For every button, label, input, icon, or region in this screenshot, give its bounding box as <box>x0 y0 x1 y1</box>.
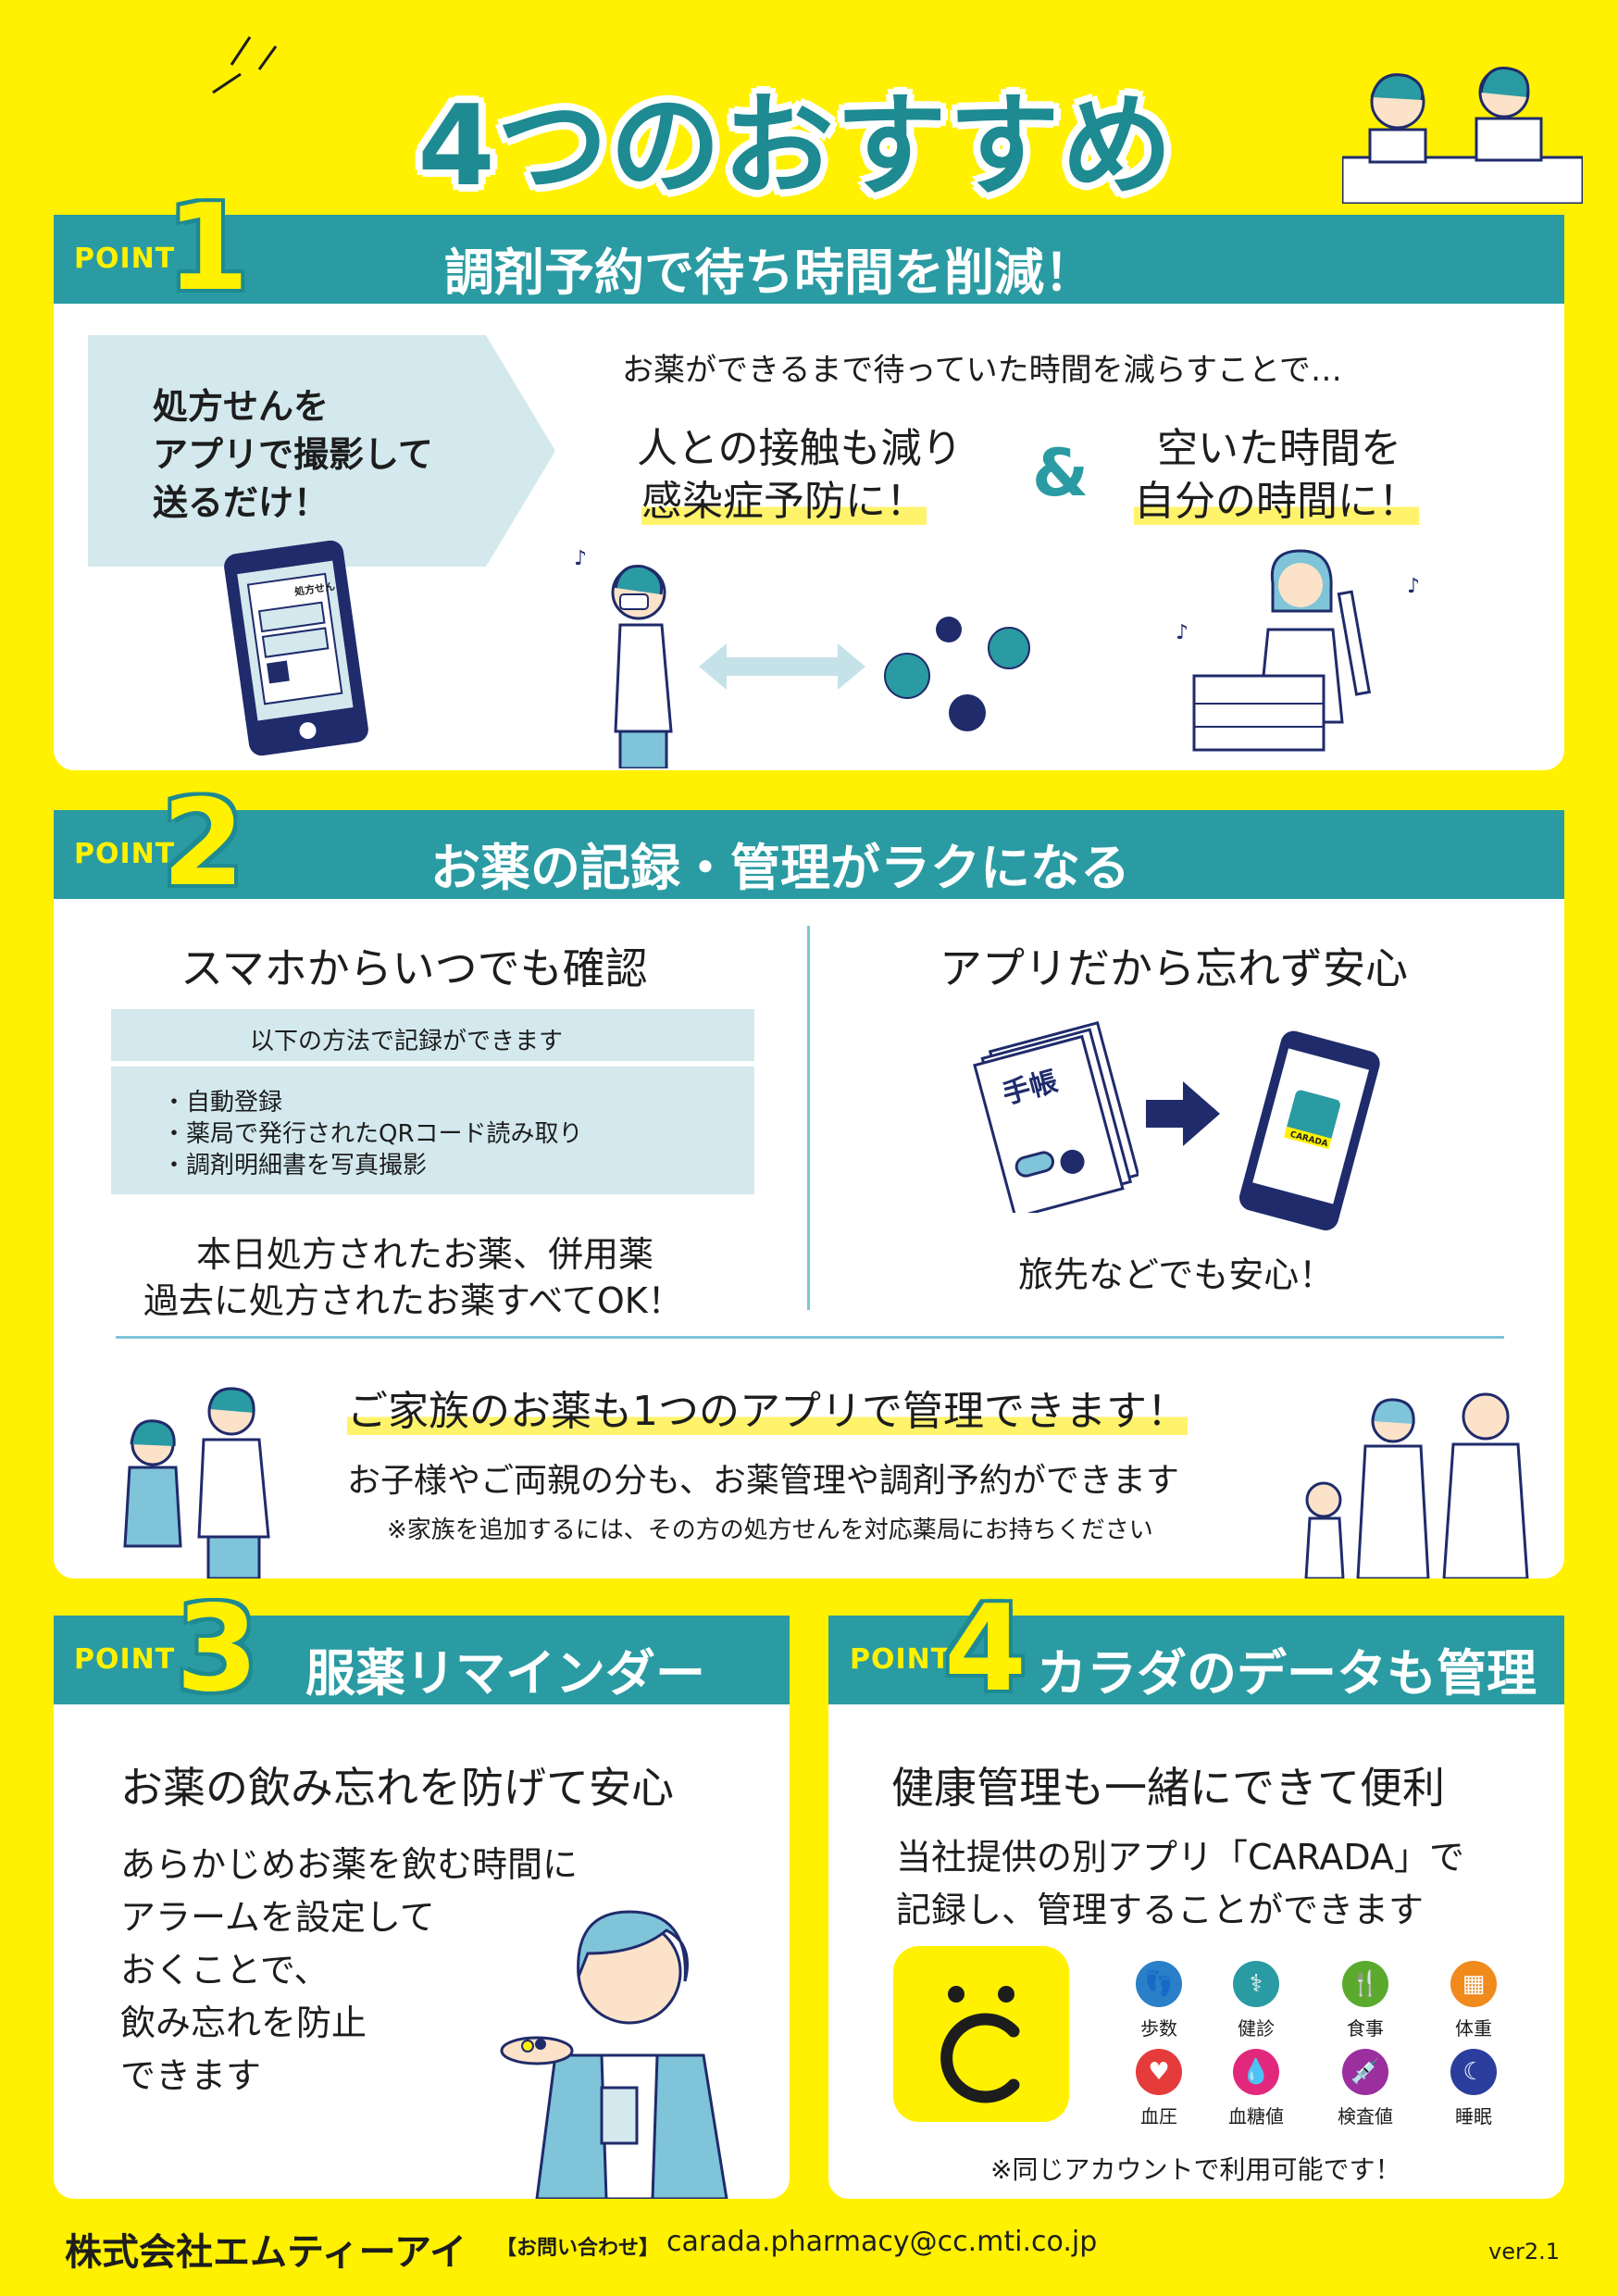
point1-title-bar <box>54 215 1564 304</box>
method-item: ・調剤明細書を写真撮影 <box>162 1152 428 1179</box>
methods-list-box <box>111 1067 754 1194</box>
heart-pulse-icon: ♥ <box>1136 2049 1182 2095</box>
methods-header-box <box>111 1009 754 1061</box>
point4-label: POINT <box>850 1643 952 1676</box>
health-icon-label: 検査値 <box>1338 2105 1393 2128</box>
sparkle-lines-icon <box>212 36 278 94</box>
point2-title: お薬の記録・管理がラクになる <box>430 839 1130 897</box>
point1-callout-line2: アプリで撮影して <box>153 434 433 475</box>
arrow-right-icon <box>1146 1081 1220 1146</box>
methods-header: 以下の方法で記録ができます <box>250 1028 564 1055</box>
point4-body-line: 記録し、管理することができます <box>896 1890 1425 1930</box>
svg-text:♪: ♪ <box>574 547 587 570</box>
point4-title: カラダのデータも管理 <box>1037 1644 1537 1703</box>
point2-right-footer: 旅先などでも安心！ <box>1018 1254 1335 1295</box>
syringe-icon: 💉 <box>1342 2049 1388 2095</box>
point3-body-line: できます <box>120 2055 262 2096</box>
scale-icon: ▦ <box>1450 1961 1497 2007</box>
point3-number: 3 <box>176 1580 259 1718</box>
point1-benefit-right-line2: 自分の時間に！ <box>1134 478 1419 525</box>
health-icon-label: 血糖値 <box>1228 2105 1284 2128</box>
masked-person-illustration: ♪ <box>574 547 673 768</box>
company-name: 株式会社エムティーアイ <box>65 2231 467 2274</box>
drop-icon: 💧 <box>1233 2049 1279 2095</box>
point3-title: 服薬リマインダー <box>305 1644 705 1703</box>
svg-text:♪: ♪ <box>1407 575 1420 598</box>
horizontal-divider <box>116 1336 1504 1339</box>
point2-label: POINT <box>74 838 176 870</box>
medicine-notebook-icon <box>973 1020 1139 1213</box>
couple-illustration <box>123 1387 270 1578</box>
health-icon-label: 睡眠 <box>1455 2105 1492 2128</box>
woman-taking-medicine-illustration <box>500 1910 728 2199</box>
point1-title: 調剤予約で待ち時間を削減！ <box>444 243 1094 302</box>
health-icon-label: 健診 <box>1238 2017 1275 2040</box>
health-icon-label: 歩数 <box>1140 2017 1177 2040</box>
point2-title-bar <box>54 810 1564 899</box>
point4-heading: 健康管理も一緒にできて便利 <box>891 1763 1445 1813</box>
stethoscope-icon: ⚕ <box>1233 1961 1279 2007</box>
point3-body-line: 飲み忘れを防止 <box>120 2003 367 2043</box>
phone-prescription-illustration <box>224 540 368 756</box>
point4-note: ※同じアカウントで利用可能です！ <box>990 2154 1401 2185</box>
contact-label: 【お問い合わせ】 <box>496 2237 660 2260</box>
point4-title-bar <box>828 1616 1564 1704</box>
point4-number: 4 <box>944 1580 1027 1718</box>
family-illustration <box>1304 1392 1529 1578</box>
family-heading: ご家族のお薬も1つのアプリで管理できます！ <box>347 1388 1188 1435</box>
point3-heading: お薬の飲み忘れを防げて安心 <box>120 1763 674 1813</box>
point1-benefit-left-line2: 感染症予防に！ <box>641 478 927 525</box>
carada-logo-icon <box>893 1946 1069 2122</box>
family-text: お子様やご両親の分も、お薬管理や調剤予約ができます <box>347 1462 1179 1500</box>
contact-email[interactable]: carada.pharmacy@cc.mti.co.jp <box>666 2226 1098 2258</box>
moon-icon: ☾ <box>1450 2049 1497 2095</box>
point4-body-line: 当社提供の別アプリ「CARADA」で <box>896 1837 1464 1878</box>
version-label: ver2.1 <box>1488 2239 1561 2265</box>
point1-benefit-right-line1: 空いた時間を <box>1157 425 1401 472</box>
germs-icon <box>884 617 1030 731</box>
pharmacist-illustration <box>1342 67 1583 204</box>
method-item: ・自動登録 <box>162 1089 283 1117</box>
health-icon-label: 体重 <box>1455 2017 1492 2040</box>
point1-callout-shape <box>88 335 555 567</box>
point2-right-heading: アプリだから忘れず安心 <box>940 943 1408 993</box>
point1-benefit-left-line1: 人との接触も減り <box>637 425 963 472</box>
point1-callout-line1: 処方せんを <box>153 386 330 427</box>
point3-body-line: おくことで、 <box>120 1950 330 1990</box>
point3-title-bar <box>54 1616 790 1704</box>
point1-number: 1 <box>167 180 250 318</box>
footprints-icon: 👣 <box>1136 1961 1182 2007</box>
point3-label: POINT <box>74 1643 176 1676</box>
fork-knife-icon: 🍴 <box>1342 1961 1388 2007</box>
family-note: ※家族を追加するには、その方の処方せんを対応薬局にお持ちください <box>387 1516 1153 1544</box>
point1-callout-line3: 送るだけ！ <box>153 482 330 523</box>
point1-label: POINT <box>74 243 176 275</box>
point2-left-heading: スマホからいつでも確認 <box>180 943 648 993</box>
svg-text:♪: ♪ <box>1176 621 1189 644</box>
woman-shopping-illustration: ♪ ♪ <box>1176 549 1420 752</box>
double-arrow-icon <box>699 643 865 690</box>
method-item: ・薬局で発行されたQRコード読み取り <box>162 1120 583 1148</box>
carada-phone-icon <box>1238 1030 1380 1230</box>
point2-left-footer-line2: 過去に処方されたお薬すべてOK！ <box>143 1280 683 1321</box>
vertical-divider <box>807 926 810 1310</box>
point2-number: 2 <box>162 775 245 913</box>
point1-lead: お薬ができるまで待っていた時間を減らすことで… <box>622 352 1342 389</box>
amp-symbol: & <box>1032 435 1089 511</box>
point3-body-line: あらかじめお薬を飲む時間に <box>120 1844 579 1885</box>
point3-body-line: アラームを設定して <box>120 1897 435 1938</box>
health-icon-label: 血圧 <box>1140 2105 1177 2128</box>
health-icon-label: 食事 <box>1347 2017 1384 2040</box>
point2-left-footer-line1: 本日処方されたお薬、併用薬 <box>196 1234 654 1275</box>
